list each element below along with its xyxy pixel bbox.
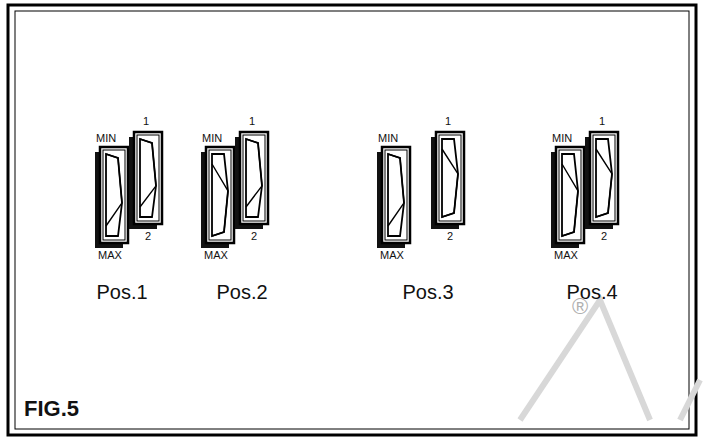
rocker-body xyxy=(596,139,612,217)
rocker-switches xyxy=(95,132,618,248)
switch-frame xyxy=(590,132,618,224)
switch-label: MAX xyxy=(204,250,228,261)
watermark-strokes xyxy=(520,300,700,420)
switch-bezel xyxy=(243,135,265,221)
rocker-face xyxy=(106,154,122,226)
position-caption: Pos.1 xyxy=(96,282,147,302)
watermark: ® xyxy=(572,296,588,318)
rocker-face xyxy=(246,139,262,207)
switch-label: 1 xyxy=(445,116,451,127)
switch-frame xyxy=(556,147,584,243)
rocker-body xyxy=(442,139,458,217)
switch-label: MAX xyxy=(554,250,578,261)
rocker-body xyxy=(388,154,404,236)
rocker-body xyxy=(562,154,578,236)
switch-label: 2 xyxy=(601,231,607,242)
switch-label: MIN xyxy=(202,133,222,144)
switch-label: 1 xyxy=(249,116,255,127)
switch-label: MIN xyxy=(96,133,116,144)
rocker-face xyxy=(388,154,404,226)
switch-frame xyxy=(134,132,162,224)
rocker-face xyxy=(212,164,228,236)
switch-label: 2 xyxy=(145,231,151,242)
switch-label: 1 xyxy=(599,116,605,127)
switch-bezel xyxy=(559,150,581,240)
switch-bezel xyxy=(103,150,125,240)
switch-label: MIN xyxy=(378,133,398,144)
figure-number: FIG.5 xyxy=(24,398,79,420)
switch-frame xyxy=(100,147,128,243)
rocker-body xyxy=(106,154,122,236)
switch-frame xyxy=(436,132,464,224)
switch-bezel xyxy=(209,150,231,240)
outer-frame xyxy=(8,5,696,435)
rocker-face xyxy=(442,149,458,217)
switch-label: MAX xyxy=(98,250,122,261)
position-caption: Pos.3 xyxy=(402,282,453,302)
switch-frame xyxy=(206,147,234,243)
switch-label: MIN xyxy=(552,133,572,144)
rocker-face xyxy=(562,164,578,236)
rocker-body xyxy=(140,139,156,217)
rocker-body xyxy=(212,154,228,236)
rocker-body xyxy=(246,139,262,217)
switch-frame xyxy=(240,132,268,224)
switch-frame xyxy=(382,147,410,243)
switch-label: MAX xyxy=(380,250,404,261)
rocker-face xyxy=(596,149,612,217)
inner-frame xyxy=(15,11,689,429)
switch-bezel xyxy=(385,150,407,240)
position-caption: Pos.2 xyxy=(216,282,267,302)
switch-label: 2 xyxy=(447,231,453,242)
switch-bezel xyxy=(439,135,461,221)
switch-bezel xyxy=(593,135,615,221)
switch-label: 1 xyxy=(143,116,149,127)
rocker-face xyxy=(140,139,156,207)
switch-label: 2 xyxy=(251,231,257,242)
switch-bezel xyxy=(137,135,159,221)
